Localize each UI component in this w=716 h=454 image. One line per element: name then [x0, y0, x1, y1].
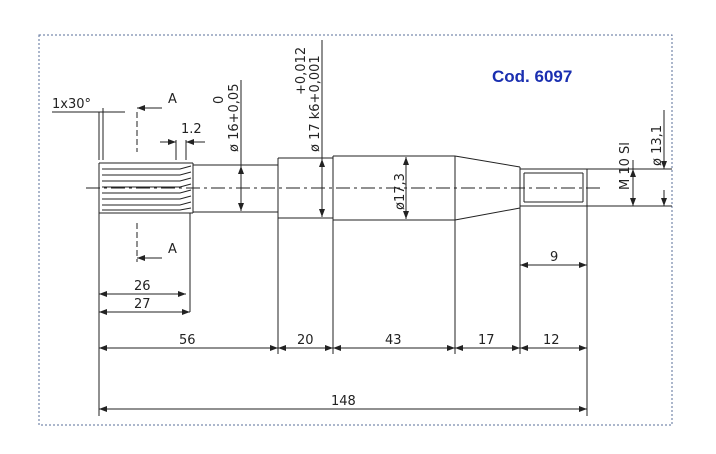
spline-26-label: 26: [134, 279, 151, 294]
section-marks: [136, 105, 162, 262]
section-label-bottom: A: [168, 242, 177, 257]
tol-17-label: +0,012: [294, 47, 309, 95]
tol-16-label: 0: [212, 96, 227, 104]
seg-17-label: 17: [478, 333, 495, 348]
seg-56-label: 56: [179, 333, 196, 348]
section-label-top: A: [168, 92, 177, 107]
drawing-frame: [38, 34, 673, 426]
shaft-outline: [86, 155, 600, 221]
seg-43-label: 43: [385, 333, 402, 348]
code-label: Cod. 6097: [492, 67, 572, 86]
total-label: 148: [331, 394, 356, 409]
spline-offset-dim: [160, 139, 205, 160]
thread-dims: [587, 110, 672, 207]
dia-17-label: ø 17 k6+0,001: [308, 55, 323, 152]
chamfer-leader: [52, 108, 125, 160]
spline-offset-label: 1.2: [181, 122, 202, 137]
dia-17-3-label: ø17,3: [393, 173, 408, 210]
spline-27-label: 27: [134, 297, 151, 312]
thread-len-label: 9: [550, 250, 558, 265]
chamfer-label: 1x30°: [52, 97, 91, 112]
spline-teeth: [102, 165, 192, 211]
seg-12-label: 12: [543, 333, 560, 348]
seg-20-label: 20: [297, 333, 314, 348]
thread-label: M 10 Sl: [618, 142, 633, 190]
dia-13-1-label: ø 13,1: [650, 125, 665, 166]
dia-16-label: ø 16+0,05: [227, 84, 242, 152]
extension-lines: [98, 206, 588, 416]
